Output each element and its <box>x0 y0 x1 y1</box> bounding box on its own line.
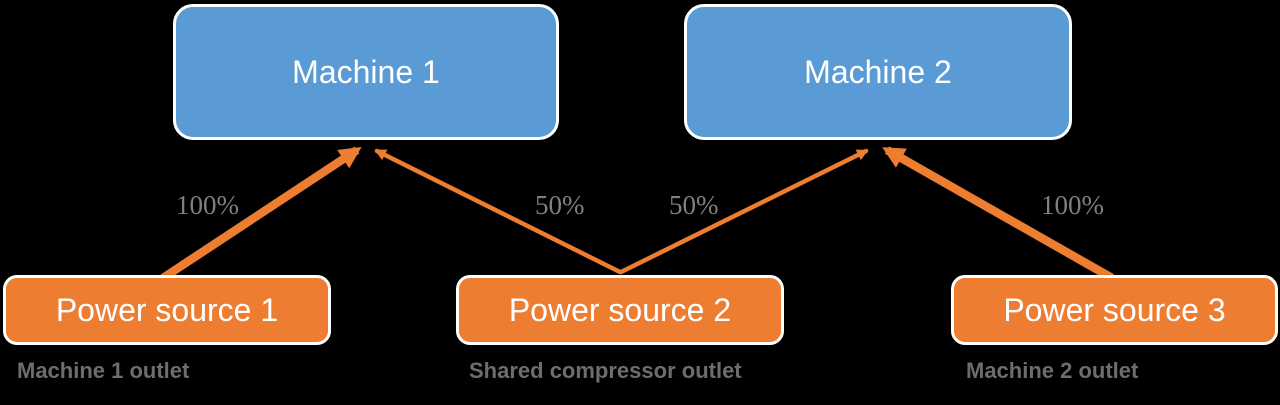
power-source-3-label: Power source 3 <box>1003 292 1226 328</box>
machine-1-node: Machine 1 <box>173 4 559 140</box>
power-source-1-node: Power source 1 <box>3 275 331 345</box>
arrow-source2-to-machine2 <box>618 148 869 275</box>
edge-label-100-right: 100% <box>1041 190 1104 220</box>
edge-label-100-left: 100% <box>176 190 239 220</box>
machine-2-node: Machine 2 <box>684 4 1072 140</box>
power-source-3-caption: Machine 2 outlet <box>966 358 1139 383</box>
edge-label-50-left: 50% <box>535 190 585 220</box>
edge-label-50-right: 50% <box>669 190 719 220</box>
power-source-1-label: Power source 1 <box>55 292 279 328</box>
power-source-1-caption: Machine 1 outlet <box>17 358 190 383</box>
power-source-2-label: Power source 2 <box>508 292 732 328</box>
power-source-2-caption: Shared compressor outlet <box>469 358 742 383</box>
machine-1-label: Machine 1 <box>292 54 440 90</box>
power-source-3-node: Power source 3 <box>951 275 1278 345</box>
power-source-2-node: Power source 2 <box>456 275 784 345</box>
machine-2-label: Machine 2 <box>804 54 952 90</box>
